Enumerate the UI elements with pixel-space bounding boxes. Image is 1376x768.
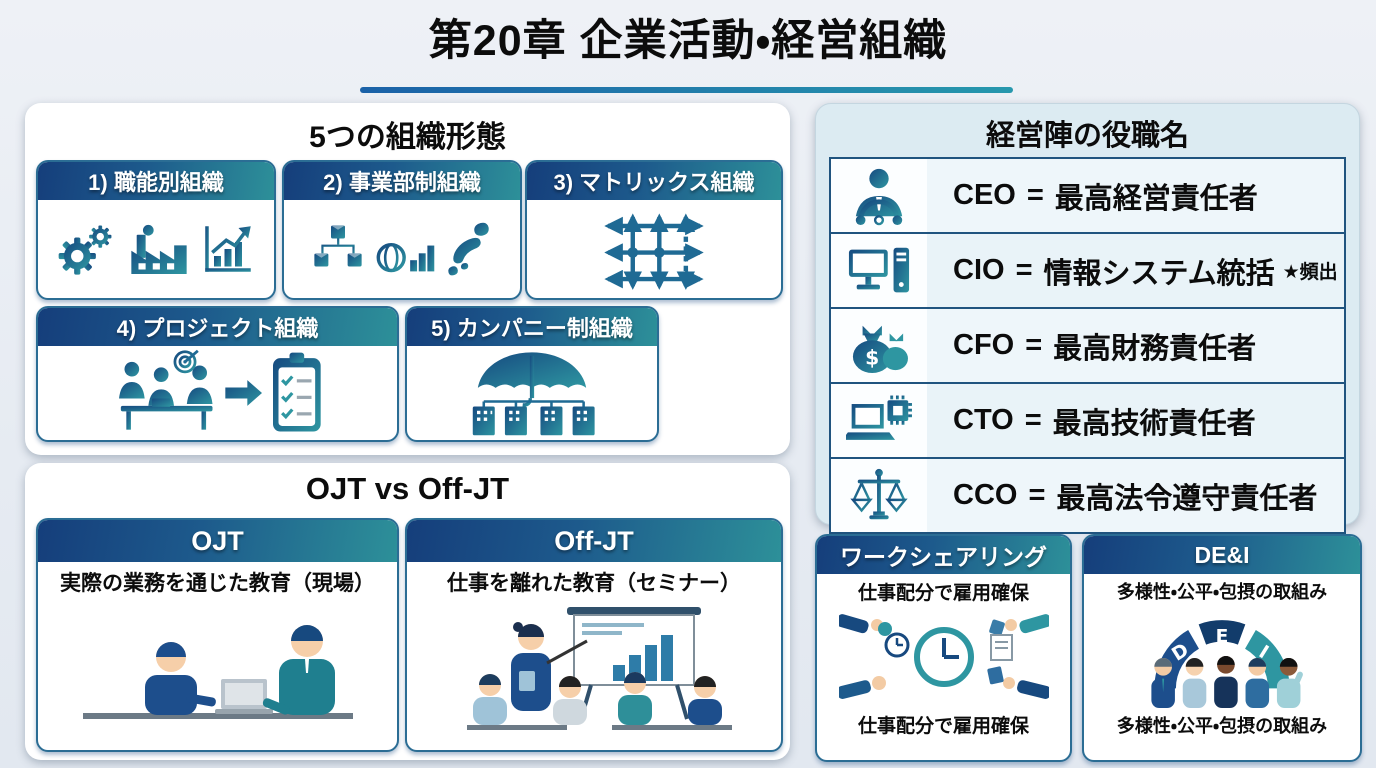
executive-driver-icon: [831, 159, 927, 232]
card-company-system-org: 5) カンパニー制組織: [405, 306, 659, 442]
card-matrix-org-title: 3) マトリックス組織: [527, 162, 781, 200]
card-project-org-title: 4) プロジェクト組織: [38, 308, 397, 346]
exec-abbr: CTO: [953, 404, 1014, 436]
umbrella-companies-icon: [439, 349, 625, 437]
card-work-sharing: ワークシェアリング 仕事配分で雇用確保 仕事配分で雇用確保: [815, 534, 1072, 762]
product-hierarchy-icon: [310, 221, 366, 277]
exec-abbr: CCO: [953, 479, 1018, 511]
card-work-sharing-title: ワークシェアリング: [817, 536, 1070, 574]
equals-sign: =: [1026, 179, 1044, 211]
card-offjt-title: Off-JT: [407, 520, 781, 562]
seminar-presentation-illustration: [419, 597, 769, 737]
card-divisional-org-title: 2) 事業部制組織: [284, 162, 520, 200]
title-underline: [360, 87, 1013, 93]
card-divisional-org: 2) 事業部制組織: [282, 160, 522, 300]
mentor-at-laptop-illustration: [53, 597, 383, 737]
exec-row-ceo: CEO = 最高経営責任者: [829, 157, 1346, 234]
card-ojt: OJT 実際の業務を通じた教育（現場）: [36, 518, 399, 752]
growth-chart-icon: [200, 221, 256, 277]
laptop-chip-icon: [831, 384, 927, 457]
card-project-org: 4) プロジェクト組織: [36, 306, 399, 442]
equals-sign: =: [1015, 254, 1033, 286]
globe-chart-icon: [374, 223, 436, 275]
org-forms-panel: 5つの組織形態 1) 職能別組織: [25, 103, 790, 455]
exec-row-cio: CIO = 情報システム統括 ★頻出: [829, 232, 1346, 309]
equals-sign: =: [1025, 329, 1043, 361]
card-company-system-org-title: 5) カンパニー制組織: [407, 308, 657, 346]
exec-row-cfo: $ CFO = 最高財務責任者: [829, 307, 1346, 384]
matrix-grid-icon: [591, 203, 717, 295]
dollar-glyph: $: [865, 345, 879, 369]
exec-row-cco: CCO = 最高法令遵守責任者: [829, 457, 1346, 534]
card-matrix-org: 3) マトリックス組織: [525, 160, 783, 300]
factory-icon: [126, 220, 192, 278]
equals-sign: =: [1028, 479, 1046, 511]
offjt-description: 仕事を離れた教育（セミナー）: [447, 572, 741, 595]
training-heading: OJT vs Off-JT: [305, 471, 510, 506]
exec-title: 情報システム統括: [1043, 257, 1275, 290]
executive-titles-panel: 経営陣の役職名 CEO = 最高経営責任者: [815, 103, 1360, 534]
exec-title: 最高財務責任者: [1053, 332, 1257, 365]
money-bags-icon: $: [831, 309, 927, 382]
exec-title: 最高経営責任者: [1054, 182, 1258, 215]
exec-abbr: CFO: [953, 329, 1015, 361]
japan-map-icon: [444, 220, 494, 278]
dei-caption-top: 多様性・公平・包摂の取組み: [1116, 582, 1328, 602]
hands-sharing-clock-illustration: [838, 605, 1049, 707]
equals-sign: =: [1024, 404, 1042, 436]
justice-scales-icon: [831, 459, 927, 532]
card-offjt: Off-JT 仕事を離れた教育（セミナー）: [405, 518, 783, 752]
training-panel: OJT vs Off-JT OJT 実際の業務を通じた教育（現場）: [25, 463, 790, 760]
exec-title: 最高法令遵守責任者: [1056, 482, 1318, 515]
work-sharing-caption-top: 仕事配分で雇用確保: [857, 583, 1029, 604]
executive-titles-heading: 経営陣の役職名: [985, 120, 1189, 152]
card-functional-org: 1) 職能別組織: [36, 160, 276, 300]
exec-row-cto: CTO = 最高技術責任者: [829, 382, 1346, 459]
exec-abbr: CEO: [953, 179, 1016, 211]
exec-abbr: CIO: [953, 254, 1005, 286]
card-functional-org-title: 1) 職能別組織: [38, 162, 274, 200]
card-dei-title: DE&I: [1084, 536, 1360, 574]
dei-arc-people-illustration: D E I: [1100, 604, 1344, 708]
exec-title: 最高技術責任者: [1052, 407, 1256, 440]
dei-caption-bottom: 多様性・公平・包摂の取組み: [1116, 716, 1328, 736]
work-sharing-caption-bottom: 仕事配分で雇用確保: [857, 716, 1029, 737]
card-dei: DE&I 多様性・公平・包摂の取組み D E I: [1082, 534, 1362, 762]
desktop-computer-icon: [831, 234, 927, 307]
gears-icon: [56, 218, 118, 280]
page-title: 第20章 企業活動・経営組織: [428, 17, 948, 65]
dei-letter-e: E: [1216, 626, 1229, 647]
org-forms-heading: 5つの組織形態: [309, 121, 506, 154]
team-meeting-checklist-icon: [98, 349, 338, 437]
exec-badge-frequent: ★頻出: [1282, 262, 1338, 283]
card-ojt-title: OJT: [38, 520, 397, 562]
ojt-description: 実際の業務を通じた教育（現場）: [60, 572, 375, 595]
